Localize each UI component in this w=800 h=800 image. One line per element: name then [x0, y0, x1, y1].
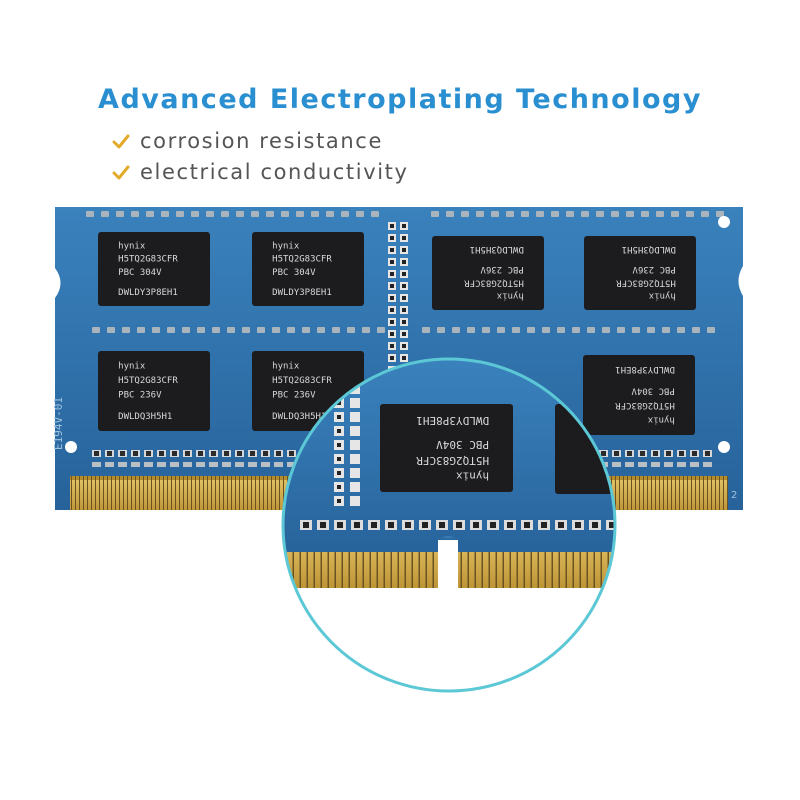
chip-part-number: H5TQ2G83CFR: [118, 376, 178, 386]
top-solder-pads: [86, 211, 724, 217]
chip-brand: hynix: [118, 241, 146, 251]
magnified-gold-pins-left: [284, 552, 438, 588]
chip-part-number: H5TQ2G83CFR: [416, 454, 489, 467]
chip-part-number: H5TQ2G83CFR: [118, 255, 178, 265]
chip-part-number: H5TQ2G83CFR: [616, 277, 676, 287]
chip-grade-code: PBC 236V: [632, 264, 676, 274]
feature-item: corrosion resistance: [112, 126, 409, 156]
mounting-hole: [718, 441, 730, 453]
chip-lot-code: DWLDQ3H5H1: [118, 412, 172, 422]
chip-part-number: H5TQ2G83CFR: [615, 400, 675, 410]
magnified-components: [300, 520, 614, 530]
feature-list: corrosion resistance electrical conducti…: [112, 126, 409, 188]
chip-part-number: H5TQ2G83CFR: [272, 376, 332, 386]
chip-lot-code: DWLDQ3H5H1: [272, 412, 326, 422]
mounting-hole: [65, 441, 77, 453]
chip-brand: hynix: [118, 362, 146, 372]
chip-lot-code: DWLDY3P8EH1: [416, 414, 489, 427]
chip-brand: hynix: [496, 291, 524, 301]
chip-brand: hynix: [272, 241, 300, 251]
chip-lot-code: DWLDY3P8EH1: [272, 288, 332, 298]
memory-chip: hynix H5TQ2G83CFR PBC 236V DWLDQ3H5H1: [584, 236, 696, 310]
chip-grade-code: PBC 304V: [631, 386, 675, 396]
magnifier-ring: [281, 357, 617, 693]
board-corner-number: 2: [731, 490, 737, 501]
memory-chip: hynix H5TQ2G83CFR PBC 304V DWLDY3P8EH1: [583, 355, 695, 435]
chip-brand: hynix: [456, 470, 489, 483]
chip-lot-code: DWLDQ3H5H1: [470, 244, 524, 254]
chip-grade-code: PBC 304V: [272, 268, 316, 278]
feature-label: corrosion resistance: [140, 129, 383, 153]
chip-grade-code: PBC 236V: [272, 390, 316, 400]
checkmark-icon: [112, 134, 130, 149]
chip-grade-code: PBC 304V: [118, 268, 162, 278]
feature-item: electrical conductivity: [112, 157, 409, 187]
checkmark-icon: [112, 165, 130, 180]
chip-grade-code: PBC 236V: [480, 264, 524, 274]
chip-grade-code: PBC 236V: [118, 390, 162, 400]
chip-brand: hynix: [647, 414, 675, 424]
chip-part-number: H5TQ2G83CFR: [464, 277, 524, 287]
chip-lot-code: DWLDY3P8EH1: [615, 364, 675, 374]
mounting-hole: [718, 216, 730, 228]
headline: Advanced Electroplating Technology: [98, 84, 702, 115]
chip-brand: hynix: [272, 362, 300, 372]
connector-notch: [438, 540, 458, 588]
chip-lot-code: DWLDQ3H5H1: [622, 244, 676, 254]
feature-label: electrical conductivity: [140, 160, 409, 184]
board-side-marking: E194V-01: [52, 397, 65, 450]
middle-solder-pads: [92, 327, 715, 333]
memory-chip: hynix H5TQ2G83CFR PBC 236V DWLDQ3H5H1: [432, 236, 544, 310]
chip-grade-code: PBC 304V: [436, 438, 489, 451]
chip-part-number: H5TQ2G83CFR: [272, 255, 332, 265]
magnified-gold-pins-right: [458, 552, 614, 588]
chip-brand: hynix: [648, 291, 676, 301]
chip-lot-code: DWLDY3P8EH1: [118, 288, 178, 298]
magnified-memory-chip: hynix H5TQ2G83CFR PBC 304V DWLDY3P8EH1: [380, 404, 513, 492]
